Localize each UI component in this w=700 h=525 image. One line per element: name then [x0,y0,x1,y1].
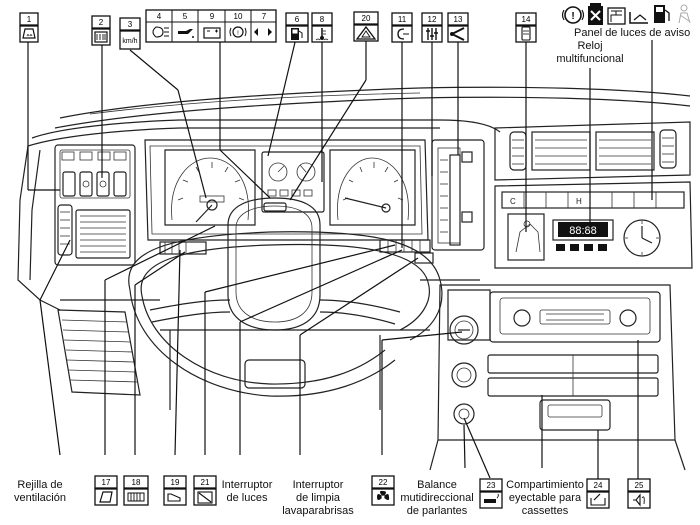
seatbelt-person-icon [678,4,691,24]
battery-icon [203,27,221,39]
windshield-defrost-icon [22,28,36,39]
seat-icon [607,7,626,25]
callout-2: 2 [91,15,111,46]
svg-text:13: 13 [454,15,463,24]
svg-text:14: 14 [522,15,531,24]
cigarette-lighter-icon [484,493,499,503]
ashtray-icon [590,493,606,506]
callout-20: 20 [353,11,379,42]
svg-text:22: 22 [379,478,388,487]
warning-letter-h: H [576,197,582,206]
svg-text:1: 1 [27,15,32,24]
svg-text:!: ! [571,11,574,22]
dashboard-drawing: C H 88:88 [17,86,693,471]
callout-17: 17 [94,475,118,506]
callout-14: 14 [515,12,537,43]
seatbelt-icon [521,26,531,41]
sliders-icon [426,28,438,40]
fuel-pump-icon [291,28,303,40]
callout-group-4-5-9-10-7: 4 5 9 10 7 ! [145,9,277,43]
engine-warning-icon [588,3,603,25]
callout-12: 12 [421,12,443,43]
callout-23: 23 [479,478,503,509]
hazard-triangle-icon [355,25,377,40]
horn-icon [167,493,181,502]
svg-text:6: 6 [295,15,300,24]
rear-defrost-icon [94,31,108,43]
oil-can-icon [178,29,194,38]
svg-text:11: 11 [398,15,407,24]
callout-13: 13 [447,12,469,43]
vent-lever-icon [450,27,465,41]
turn-signal-icon [254,28,272,36]
speaker-icon [633,493,645,507]
svg-text:12: 12 [428,15,437,24]
coolant-temp-icon [315,28,329,41]
svg-text:20: 20 [362,14,371,23]
svg-text:5: 5 [183,12,188,21]
lights-icon [397,28,409,40]
svg-text:24: 24 [594,481,603,490]
svg-text:21: 21 [201,478,210,487]
svg-text:2: 2 [99,18,104,27]
callout-6: 6 [285,12,309,43]
fan-icon [377,490,390,500]
svg-text:23: 23 [487,481,496,490]
label-vent: Rejilla de ventilación [14,479,66,504]
svg-text:10: 10 [234,12,243,21]
callout-18: 18 [123,475,149,506]
label-cassette-compartment: Compartimiento eyectable para cassettes [506,479,584,517]
km-h-icon: km/h [122,38,137,45]
callout-3: 3 km/h [119,17,141,50]
callout-11: 11 [391,12,413,43]
oil-warning-icon: ! [561,6,585,24]
label-lights-switch: Interruptor de luces [221,479,273,504]
heated-grid-icon [127,492,145,502]
callout-19: 19 [163,475,187,506]
svg-text:17: 17 [102,478,111,487]
callout-8: 8 [311,12,333,43]
callout-22: 22 [371,475,395,506]
headlamp-icon [152,26,169,38]
label-clock: Reloj multifuncional [556,40,624,65]
rear-window-wiper-icon [99,491,113,503]
label-wiper-switch: Interruptor de limpia lavaparabrisas [282,479,354,517]
svg-text:8: 8 [320,15,325,24]
wiper-icon [197,491,213,504]
callout-1: 1 [19,12,39,43]
warning-letter-c: C [510,197,516,206]
svg-text:9: 9 [210,12,215,21]
callout-25: 25 [627,478,651,509]
brake-icon: ! [229,26,247,38]
washer-fluid-icon [629,12,648,24]
leader-lines [27,30,653,480]
svg-text:25: 25 [635,481,644,490]
callout-21: 21 [193,475,217,506]
svg-text:18: 18 [132,478,141,487]
svg-text:7: 7 [262,12,267,21]
svg-text:19: 19 [171,478,180,487]
fuel-warning-icon [654,5,670,23]
label-warning-panel: Panel de luces de aviso [574,27,691,39]
clock-display: 88:88 [569,225,597,237]
callout-24: 24 [586,478,610,509]
svg-text:4: 4 [157,12,162,21]
label-speaker-balance: Balance mutidireccional de parlantes [400,479,474,517]
svg-text:!: ! [237,31,239,37]
svg-text:3: 3 [128,20,133,29]
warning-panel-icons: ! [561,3,691,25]
